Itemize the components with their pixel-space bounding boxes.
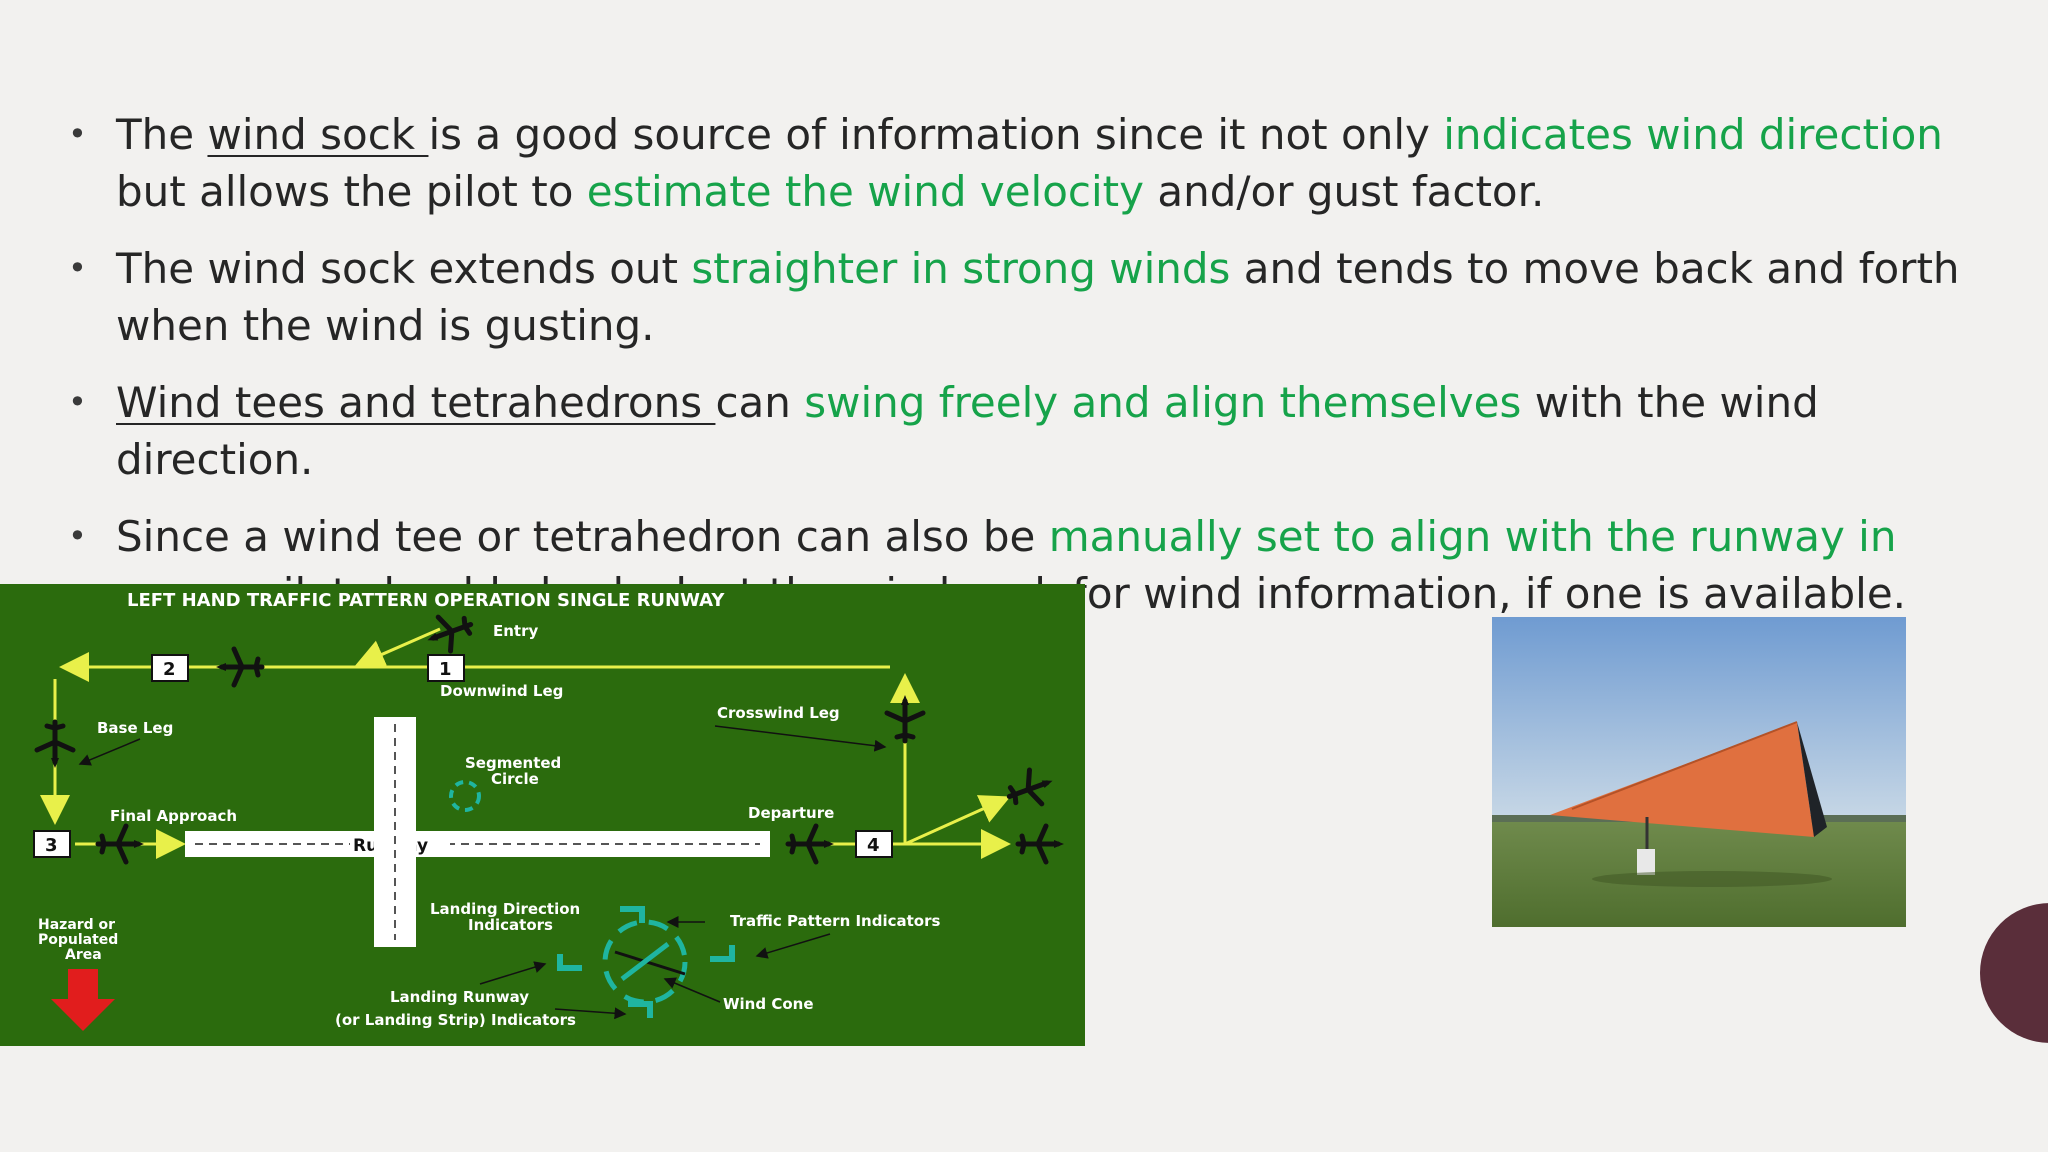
bullet-seg-highlight: swing freely and align themselves — [804, 378, 1522, 427]
label-segmented-2: Circle — [491, 770, 539, 788]
bullet-seg-highlight: straighter in strong winds — [691, 244, 1231, 293]
bullet-seg-highlight: estimate the wind velocity — [586, 167, 1145, 216]
bullet-seg: The — [116, 110, 208, 159]
label-base-leg: Base Leg — [97, 719, 173, 737]
marker-1: 1 — [439, 659, 452, 680]
marker-2: 2 — [163, 659, 176, 680]
label-hazard-2: Populated — [38, 932, 118, 948]
label-crosswind-leg: Crosswind Leg — [717, 704, 840, 722]
label-entry: Entry — [493, 622, 538, 640]
bullet-item-3: • Wind tees and tetrahedrons can swing f… — [60, 374, 1960, 488]
bullet-seg-highlight: indicates wind direction — [1443, 110, 1943, 159]
bullet-seg: The wind sock extends out — [116, 244, 692, 293]
bullet-item-1: • The wind sock is a good source of info… — [60, 106, 1960, 220]
label-landing-runway-1: Landing Runway — [390, 988, 529, 1006]
bullet-seg: and/or gust factor. — [1144, 167, 1545, 216]
bullet-list: • The wind sock is a good source of info… — [60, 106, 1960, 642]
label-downwind-leg: Downwind Leg — [440, 682, 563, 700]
decorative-circle — [1980, 903, 2048, 1043]
bullet-seg: is a good source of information since it… — [428, 110, 1444, 159]
traffic-pattern-diagram: LEFT HAND TRAFFIC PATTERN OPERATION SING… — [0, 584, 1085, 1046]
bullet-dot: • — [68, 517, 87, 555]
label-wind-cone: Wind Cone — [723, 995, 814, 1013]
label-landing-direction-1: Landing Direction — [430, 900, 580, 918]
bullet-seg: Since a wind tee or tetrahedron can also… — [116, 512, 1049, 561]
tetrahedron-photo — [1492, 617, 1906, 927]
bullet-seg: can — [715, 378, 805, 427]
bullet-dot: • — [68, 383, 87, 421]
bullet-seg-underlined: Wind tees and tetrahedrons — [116, 378, 716, 427]
label-hazard-1: Hazard or — [38, 917, 115, 933]
bullet-seg: but allows the pilot to — [116, 167, 587, 216]
marker-3: 3 — [45, 835, 58, 856]
bullet-seg-underlined: wind sock — [207, 110, 429, 159]
diagram-title: LEFT HAND TRAFFIC PATTERN OPERATION SING… — [127, 590, 725, 611]
label-segmented-1: Segmented — [465, 754, 561, 772]
label-landing-direction-2: Indicators — [468, 916, 553, 934]
label-final-approach: Final Approach — [110, 807, 237, 825]
bullet-dot: • — [68, 249, 87, 287]
bullet-seg: with the wind direction. — [116, 378, 1819, 484]
marker-4: 4 — [867, 835, 880, 856]
label-hazard-3: Area — [65, 947, 102, 963]
tetrahedron-photo-svg — [1492, 617, 1906, 927]
bullet-dot: • — [68, 115, 87, 153]
bullet-seg: and tends to move back and forth when th… — [116, 244, 1960, 350]
label-departure: Departure — [748, 804, 834, 822]
label-landing-runway-2: (or Landing Strip) Indicators — [335, 1011, 576, 1029]
bullet-item-2: • The wind sock extends out straighter i… — [60, 240, 1960, 354]
label-traffic-pattern-indicators: Traffic Pattern Indicators — [730, 912, 940, 930]
traffic-pattern-svg: LEFT HAND TRAFFIC PATTERN OPERATION SING… — [0, 584, 1085, 1046]
